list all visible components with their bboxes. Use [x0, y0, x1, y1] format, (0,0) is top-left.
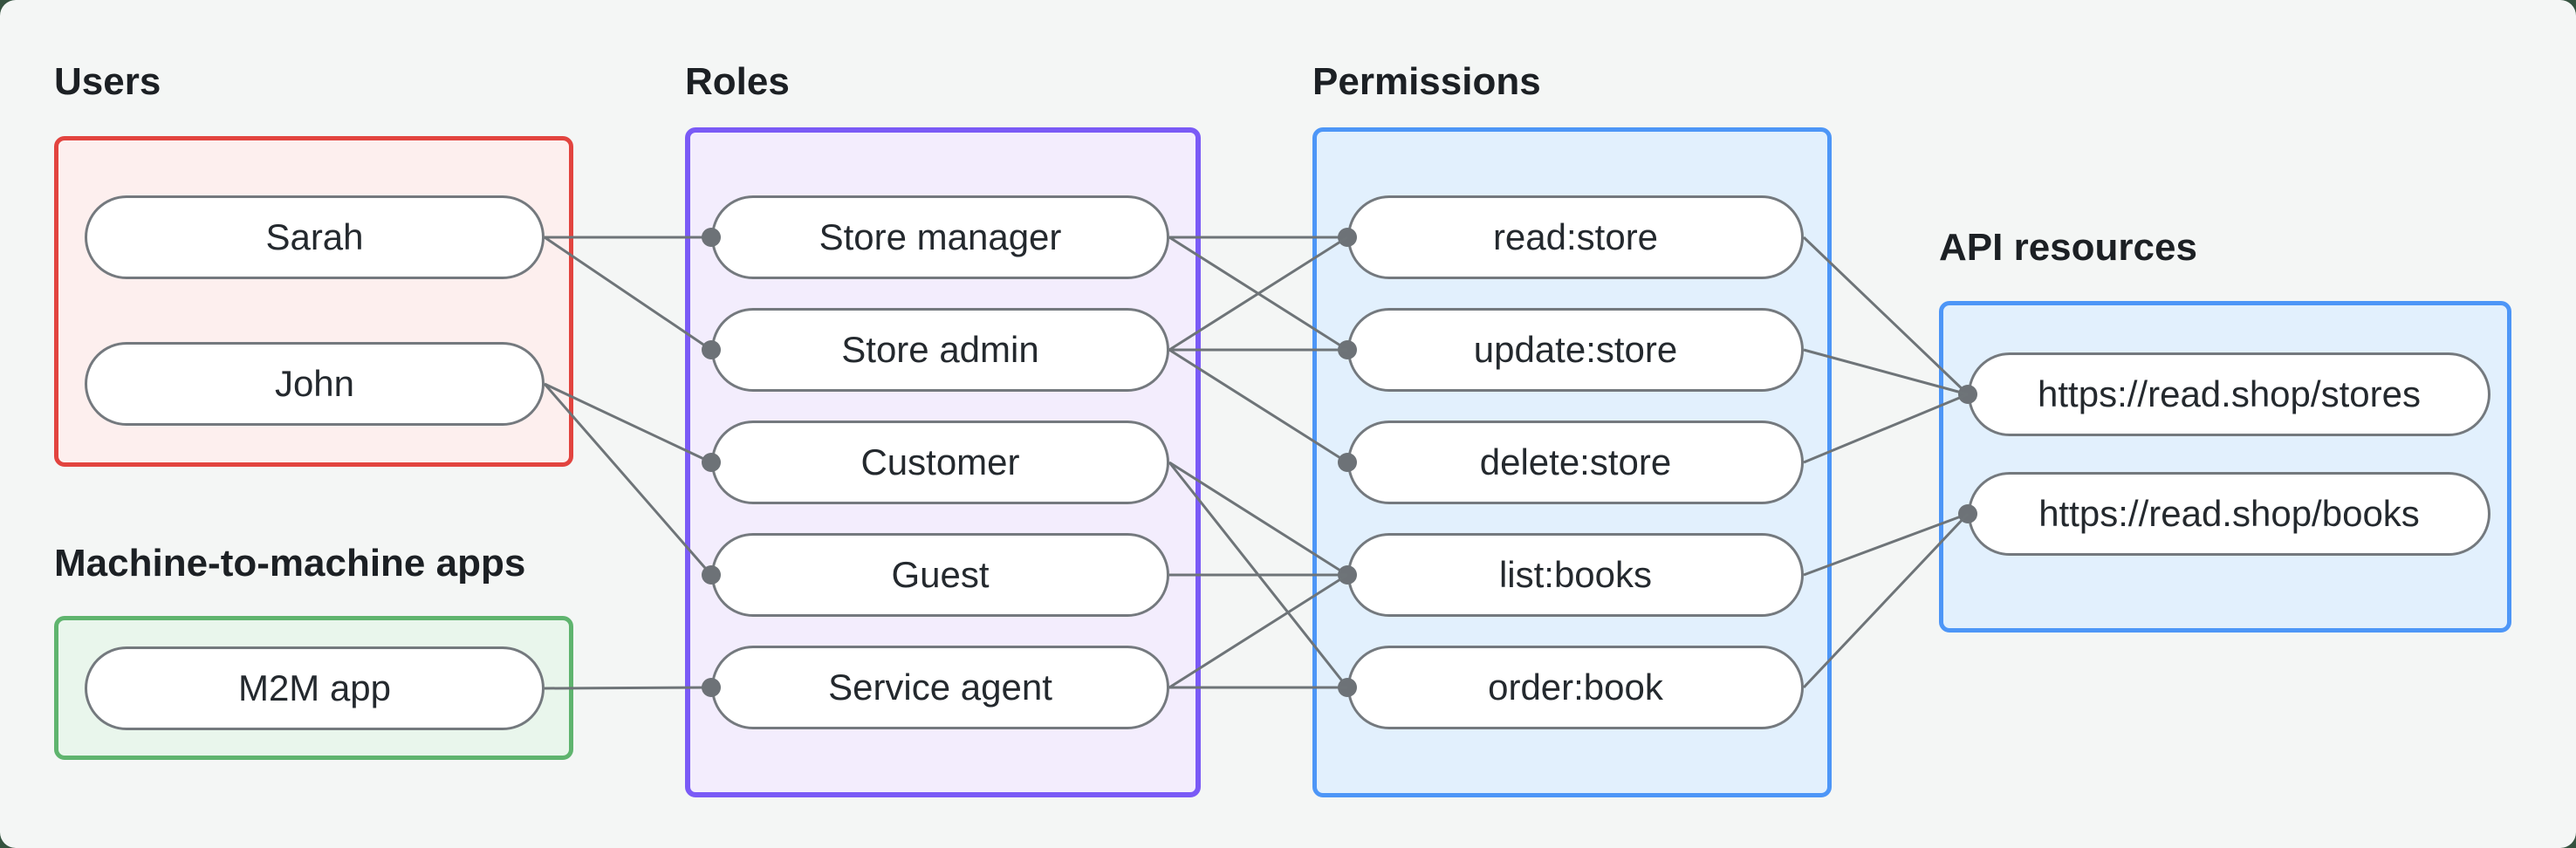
roles-label: Roles [685, 60, 790, 103]
node-guest: Guest [711, 533, 1169, 617]
api-resources-box [1939, 301, 2511, 633]
node-order-book: order:book [1347, 646, 1804, 729]
node-delete-store: delete:store [1347, 421, 1804, 504]
node-john: John [85, 342, 545, 426]
node-list-books: list:books [1347, 533, 1804, 617]
users-label: Users [54, 60, 161, 103]
node-m2m-app: M2M app [85, 646, 545, 730]
api-resources-label: API resources [1939, 226, 2197, 269]
node-store-admin: Store admin [711, 308, 1169, 392]
node-sarah: Sarah [85, 195, 545, 279]
m2m-apps-label: Machine-to-machine apps [54, 542, 526, 585]
node-api-books: https://read.shop/books [1968, 472, 2490, 556]
node-customer: Customer [711, 421, 1169, 504]
node-read-store: read:store [1347, 195, 1804, 279]
node-update-store: update:store [1347, 308, 1804, 392]
permissions-label: Permissions [1312, 60, 1541, 103]
node-store-manager: Store manager [711, 195, 1169, 279]
node-api-stores: https://read.shop/stores [1968, 352, 2490, 436]
node-service-agent: Service agent [711, 646, 1169, 729]
